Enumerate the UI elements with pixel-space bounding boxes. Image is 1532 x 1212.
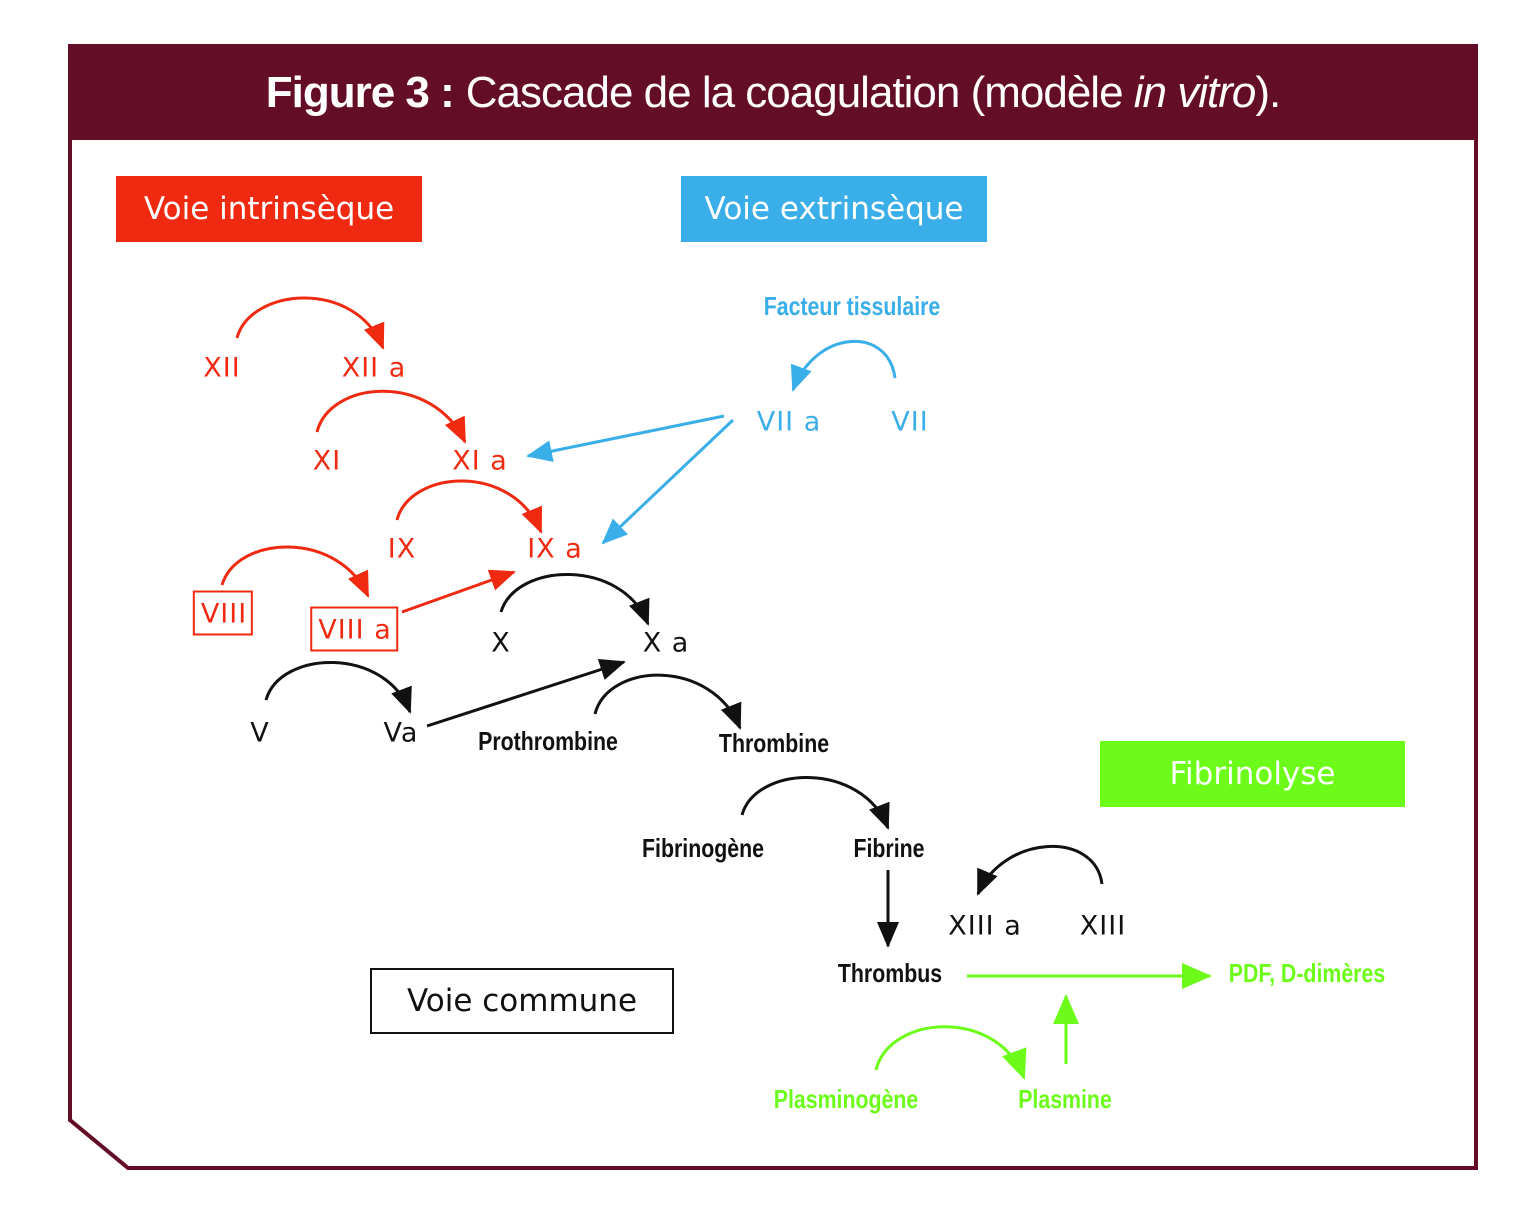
node-viii: VIII	[192, 590, 254, 636]
arrow-x-to-xa	[499, 573, 650, 626]
node-ix: IX	[387, 533, 417, 565]
node-v: V	[250, 717, 270, 749]
figure-caption-end: ).	[1255, 68, 1281, 117]
arrow-vii-to-viia	[790, 340, 897, 392]
node-fibrine: Fibrine	[853, 833, 925, 863]
node-vii: VII	[891, 406, 929, 438]
arrow-viiia-to-ixa	[401, 569, 516, 614]
arrow-prothrombine-to-thrombine	[593, 673, 742, 730]
node-va: Va	[383, 717, 419, 749]
node-xiii: XIII	[1079, 910, 1127, 942]
node-xi: XI	[312, 445, 342, 477]
node-thrombus: Thrombus	[837, 958, 943, 988]
figure-label: Figure 3 :	[265, 68, 455, 117]
node-viia: VII a	[756, 406, 822, 438]
arrow-xii-to-xiia	[235, 296, 385, 350]
node-xiiia: XIII a	[948, 910, 1022, 942]
node-prothrombine: Prothrombine	[478, 726, 618, 756]
figure-caption-text: Cascade de la coagulation (modèle	[465, 68, 1134, 117]
intrinsic-pathway-label: Voie intrinsèque	[116, 176, 422, 242]
node-xa: X a	[642, 627, 690, 659]
arrow-viia-to-xia	[526, 414, 725, 462]
node-pdf-d-dimeres: PDF, D-dimères	[1228, 958, 1386, 988]
node-xiia: XII a	[341, 352, 407, 384]
figure-caption-italic: in vitro	[1133, 68, 1257, 117]
node-xii: XII	[203, 352, 241, 384]
arrow-va-to-xa	[426, 658, 626, 728]
node-viiia: VIII a	[310, 606, 398, 652]
arrow-ix-to-ixa	[395, 479, 543, 534]
common-pathway-label: Voie commune	[370, 968, 674, 1034]
node-x: X	[491, 627, 511, 659]
node-plasminogene: Plasminogène	[773, 1084, 919, 1114]
arrow-fibrinogene-to-fibrine	[740, 776, 890, 830]
node-ixa: IX a	[527, 533, 583, 565]
arrow-plasminogene-to-plasmine	[874, 1025, 1027, 1080]
node-xia: XI a	[452, 445, 508, 477]
node-facteur-tissulaire: Facteur tissulaire	[763, 291, 941, 321]
arrow-xi-to-xia	[315, 389, 467, 444]
node-thrombine: Thrombine	[718, 728, 830, 758]
arrow-xiii-to-xiiia	[976, 844, 1104, 896]
fibrinolysis-label: Fibrinolyse	[1100, 741, 1405, 807]
figure-title-bar: Figure 3 : Cascade de la coagulation (mo…	[70, 46, 1476, 140]
extrinsic-pathway-label: Voie extrinsèque	[681, 176, 987, 242]
node-plasmine: Plasmine	[1018, 1084, 1112, 1114]
figure-caption: Cascade de la coagulation (modèle in vit…	[466, 68, 1281, 118]
arrow-viia-to-ixa	[601, 418, 735, 545]
node-fibrinogene: Fibrinogène	[641, 833, 765, 863]
arrow-v-to-va	[264, 661, 412, 714]
arrow-viii-to-viiia	[220, 545, 370, 598]
